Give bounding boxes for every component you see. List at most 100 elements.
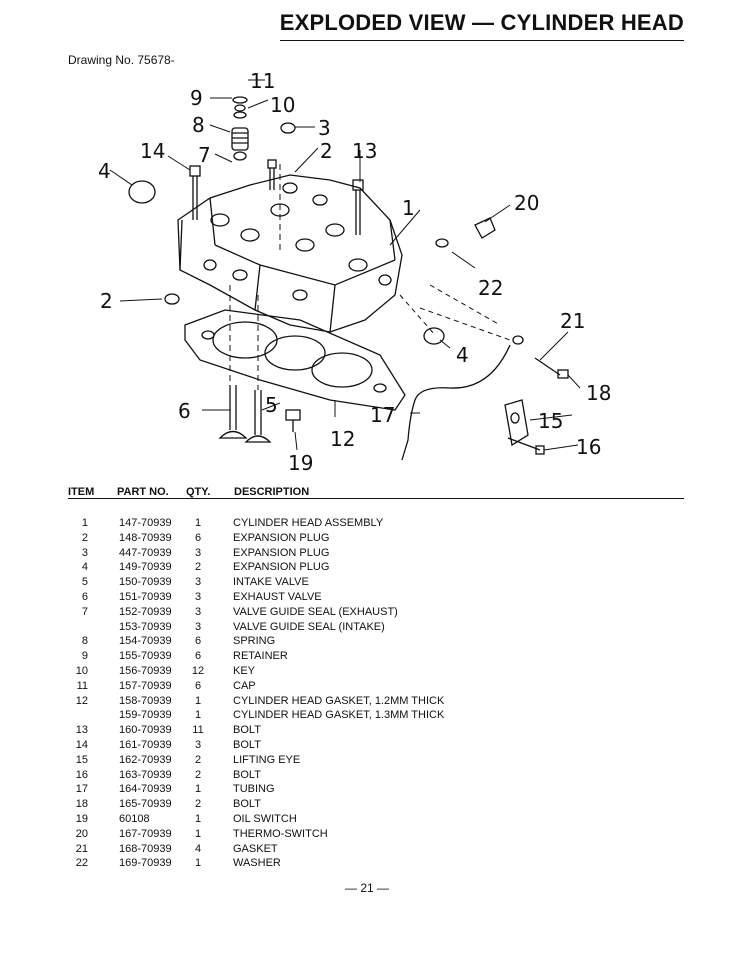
description: EXHAUST VALVE (233, 590, 322, 603)
part-number: 158-70939 (119, 694, 172, 707)
callout-8: 8 (192, 113, 205, 137)
quantity: 6 (194, 650, 202, 663)
description: GASKET (233, 842, 278, 855)
item-number: 5 (81, 576, 88, 589)
description: EXPANSION PLUG (233, 561, 330, 574)
quantity: 3 (194, 620, 202, 633)
callout-18: 18 (586, 381, 611, 405)
quantity: 3 (194, 590, 202, 603)
quantity: 11 (192, 724, 204, 737)
callout-10: 10 (270, 93, 295, 117)
part-number: 155-70939 (119, 650, 172, 663)
item-number: 10 (75, 664, 88, 677)
item-number: 12 (75, 694, 88, 707)
callout-12: 12 (330, 427, 355, 451)
header-item: ITEM (68, 486, 95, 498)
drawing-number: Drawing No. 75678- (68, 53, 175, 67)
description: EXPANSION PLUG (233, 546, 330, 559)
page-number: — 21 — (344, 881, 389, 895)
quantity: 6 (194, 679, 202, 692)
callout-19: 19 (288, 451, 313, 475)
quantity: 2 (194, 561, 202, 574)
description: TUBING (233, 783, 275, 796)
item-number: 17 (75, 783, 88, 796)
description: BOLT (233, 768, 261, 781)
item-number: 4 (81, 561, 88, 574)
quantity: 1 (194, 827, 202, 840)
description: BOLT (233, 798, 261, 811)
description: OIL SWITCH (233, 812, 297, 825)
part-number: 152-70939 (119, 605, 172, 618)
callout-7: 7 (198, 143, 211, 167)
quantity: 1 (194, 812, 202, 825)
item-number: 22 (75, 857, 88, 870)
page-title: EXPLODED VIEW — CYLINDER HEAD (279, 10, 684, 35)
callout-3: 3 (318, 116, 331, 140)
part-number: 159-70939 (119, 709, 172, 722)
part-number: 153-70939 (119, 620, 172, 633)
callout-22: 22 (478, 276, 503, 300)
part-number: 154-70939 (119, 635, 172, 648)
callout-4-left: 4 (98, 159, 111, 183)
exploded-view-diagram: 11 9 10 8 3 14 7 2 13 4 1 20 22 2 21 4 1… (98, 70, 611, 475)
part-number: 165-70939 (119, 798, 172, 811)
callout-9: 9 (190, 86, 203, 110)
callout-1: 1 (402, 196, 415, 220)
table-row: 18 165-70939 2 BOLT (68, 797, 684, 812)
description: VALVE GUIDE SEAL (INTAKE) (233, 620, 385, 633)
item-number: 6 (81, 590, 88, 603)
header-rule (68, 498, 684, 499)
quantity: 3 (194, 546, 202, 559)
item-number: 13 (75, 724, 88, 737)
part-number: 447-70939 (119, 546, 172, 559)
item-number: 9 (81, 650, 88, 663)
callout-6: 6 (178, 399, 191, 423)
quantity: 3 (194, 605, 202, 618)
callout-16: 16 (576, 435, 601, 459)
quantity: 1 (194, 857, 202, 870)
table-row: 153-70939 3 VALVE GUIDE SEAL (INTAKE) (68, 620, 684, 635)
description: CYLINDER HEAD GASKET, 1.2MM THICK (233, 694, 445, 707)
callout-14: 14 (140, 139, 165, 163)
quantity: 2 (194, 753, 202, 766)
item-number: 2 (81, 531, 88, 544)
part-number: 156-70939 (119, 664, 172, 677)
callout-4-right: 4 (456, 343, 469, 367)
part-number: 160-70939 (119, 724, 172, 737)
item-number: 18 (75, 798, 88, 811)
description: CAP (233, 679, 256, 692)
callout-21: 21 (560, 309, 585, 333)
part-number: 167-70939 (119, 827, 172, 840)
description: CYLINDER HEAD GASKET, 1.3MM THICK (233, 709, 445, 722)
title-rule (280, 40, 684, 41)
part-number: 151-70939 (119, 590, 172, 603)
part-number: 148-70939 (119, 531, 172, 544)
part-number: 161-70939 (119, 738, 172, 751)
description: WASHER (233, 857, 281, 870)
quantity: 2 (194, 798, 202, 811)
quantity: 1 (194, 517, 202, 529)
quantity: 1 (194, 783, 202, 796)
quantity: 3 (194, 738, 202, 751)
description: RETAINER (233, 650, 288, 663)
item-number: 19 (75, 812, 88, 825)
quantity: 1 (194, 709, 202, 722)
quantity: 12 (191, 664, 205, 677)
quantity: 6 (194, 531, 202, 544)
quantity: 2 (194, 768, 202, 781)
callout-17: 17 (370, 403, 395, 427)
item-number: 7 (81, 605, 88, 618)
callout-2-upper: 2 (320, 139, 333, 163)
item-number: 15 (75, 753, 88, 766)
